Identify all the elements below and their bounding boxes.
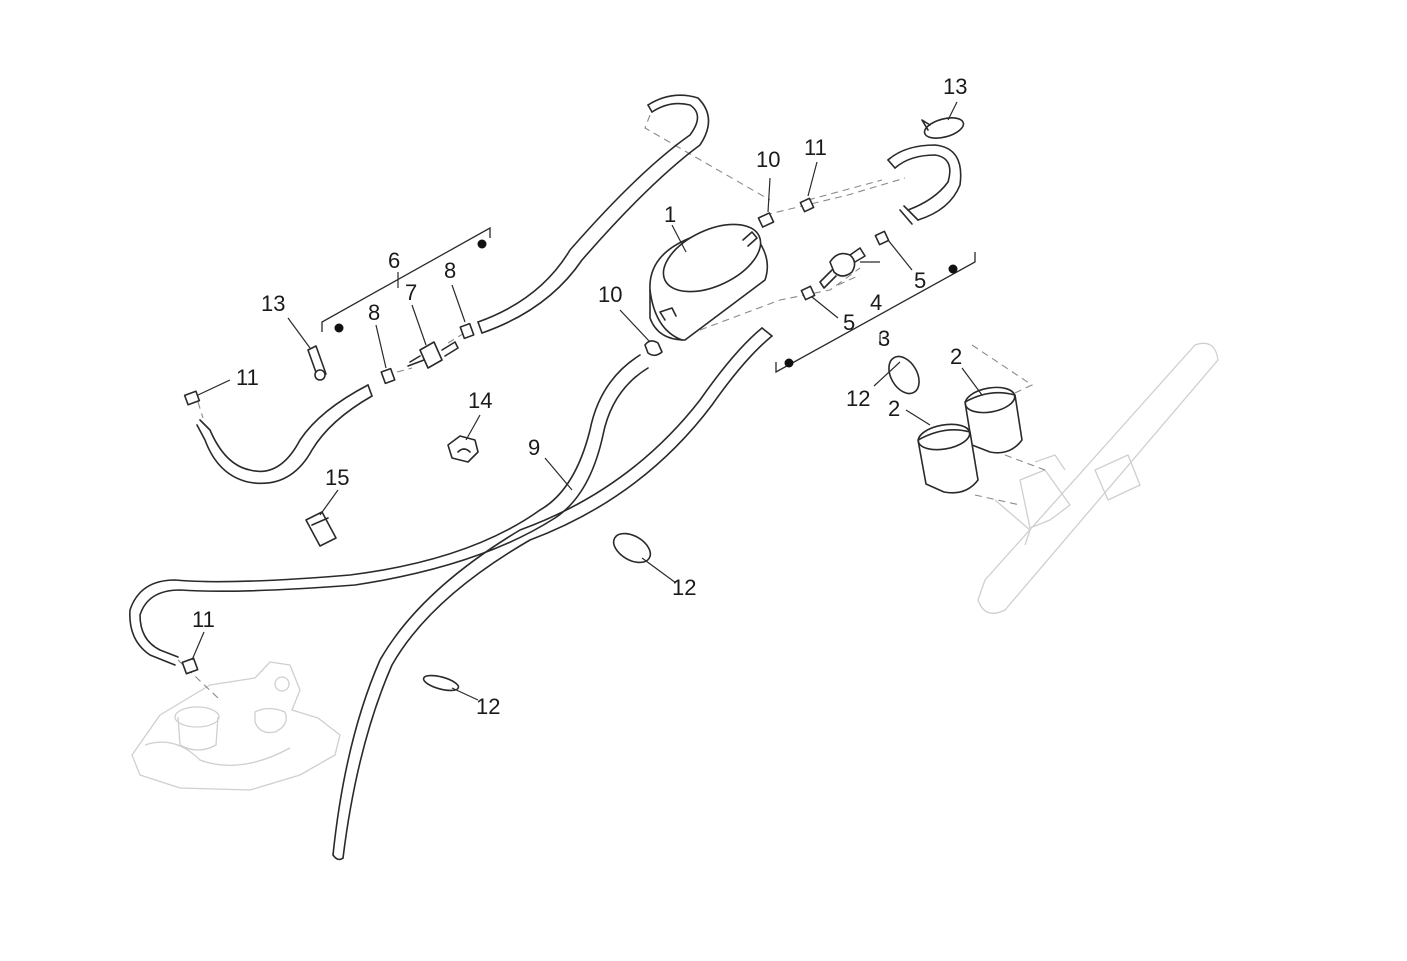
fitting-15	[305, 511, 337, 547]
callout-12: 12	[846, 386, 870, 411]
fuel-tank-ghost	[131, 661, 341, 791]
callout-12: 12	[672, 575, 696, 600]
callout-5: 5	[914, 268, 926, 293]
hose-9	[129, 327, 773, 861]
callout-10: 10	[598, 282, 622, 307]
callout-11: 11	[192, 607, 215, 632]
canister-1	[644, 223, 769, 357]
callout-5: 5	[843, 310, 855, 335]
callout-11: 11	[236, 365, 259, 390]
callout-13: 13	[943, 74, 967, 99]
small-fittings	[181, 197, 890, 675]
callout-8: 8	[368, 300, 380, 325]
hose-right-u	[887, 144, 962, 225]
callout-1: 1	[664, 202, 676, 227]
callout-7: 7	[405, 280, 417, 305]
valve-4	[819, 247, 866, 289]
callout-9: 9	[528, 435, 540, 460]
callout-6: 6	[388, 248, 400, 273]
clips-12	[422, 355, 920, 692]
brackets-2	[917, 386, 1023, 494]
frame-tube-ghost	[977, 342, 1219, 614]
callout-8: 8	[444, 258, 456, 283]
callout-12: 12	[476, 694, 500, 719]
group-brackets	[321, 226, 976, 374]
callout-2: 2	[950, 344, 962, 369]
dashed-guides	[177, 114, 1046, 699]
callout-labels: 1 2 2 3 4 5 5 6 7 8 8 9 10 10 11 11 11 1…	[192, 74, 967, 719]
valve-7	[407, 341, 459, 369]
callout-11: 11	[804, 135, 827, 160]
callout-3: 3	[878, 326, 890, 351]
callout-15: 15	[325, 465, 349, 490]
callout-2: 2	[888, 396, 900, 421]
callout-4: 4	[870, 290, 882, 315]
fitting-14	[447, 435, 479, 463]
callout-14: 14	[468, 388, 492, 413]
leader-lines	[191, 101, 983, 701]
callout-10: 10	[756, 147, 780, 172]
hose-upper	[477, 94, 710, 334]
callout-13: 13	[261, 291, 285, 316]
hose-left	[196, 384, 373, 485]
clamp-13-upper	[921, 117, 965, 139]
fitting-13-left	[307, 345, 327, 381]
